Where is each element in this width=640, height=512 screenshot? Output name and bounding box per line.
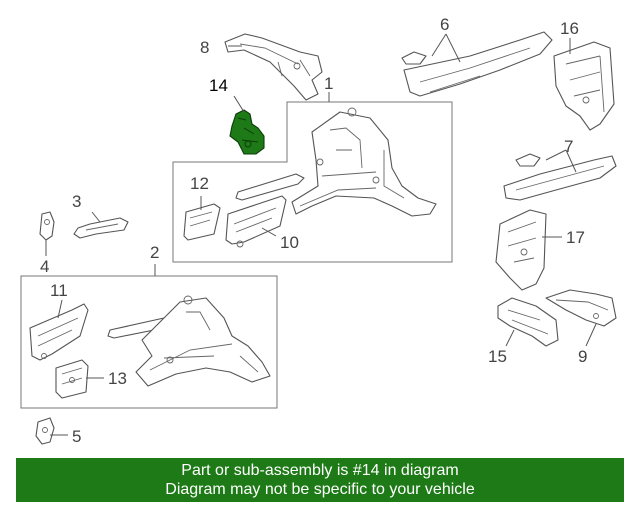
part-17[interactable] <box>495 209 547 291</box>
part-10[interactable] <box>225 195 287 248</box>
banner-line-2: Diagram may not be specific to your vehi… <box>165 481 475 498</box>
callout-4: 4 <box>40 257 49 276</box>
callout-6: 6 <box>440 15 449 34</box>
part-7[interactable] <box>503 153 617 201</box>
callout-11: 11 <box>50 281 68 300</box>
assembly-1-outline <box>172 101 453 263</box>
part-15[interactable] <box>497 297 559 347</box>
leader-lines <box>45 33 597 436</box>
part-2-apron[interactable] <box>135 295 271 387</box>
part-3[interactable] <box>73 217 129 239</box>
callout-15: 15 <box>488 347 507 366</box>
assembly-2-outline <box>20 275 278 409</box>
callout-8: 8 <box>200 38 209 57</box>
callout-13: 13 <box>108 369 127 388</box>
callout-7: 7 <box>564 137 573 156</box>
callout-9: 9 <box>578 347 587 366</box>
part-1-apron[interactable] <box>291 107 437 217</box>
part-6[interactable] <box>401 31 553 97</box>
part-16[interactable] <box>553 41 615 131</box>
banner-line-1: Part or sub-assembly is #14 in diagram <box>181 462 459 479</box>
info-banner: Part or sub-assembly is #14 in diagram D… <box>16 458 624 502</box>
part-8[interactable] <box>224 33 323 101</box>
callout-10: 10 <box>280 233 299 252</box>
part-12[interactable] <box>183 203 221 241</box>
part-5[interactable] <box>35 417 55 445</box>
part-11[interactable] <box>29 303 89 361</box>
part-13[interactable] <box>55 359 89 399</box>
callout-12: 12 <box>190 174 209 193</box>
callout-16: 16 <box>560 19 579 38</box>
strip-part-box1[interactable] <box>235 173 305 201</box>
part-14[interactable] <box>229 109 265 155</box>
part-4[interactable] <box>39 211 55 241</box>
part-9[interactable] <box>545 289 617 327</box>
callout-14: 14 <box>209 76 228 95</box>
callout-17: 17 <box>566 228 585 247</box>
callout-2: 2 <box>150 243 159 262</box>
callout-3: 3 <box>72 192 81 211</box>
callout-1: 1 <box>324 74 333 93</box>
callout-5: 5 <box>72 427 81 446</box>
